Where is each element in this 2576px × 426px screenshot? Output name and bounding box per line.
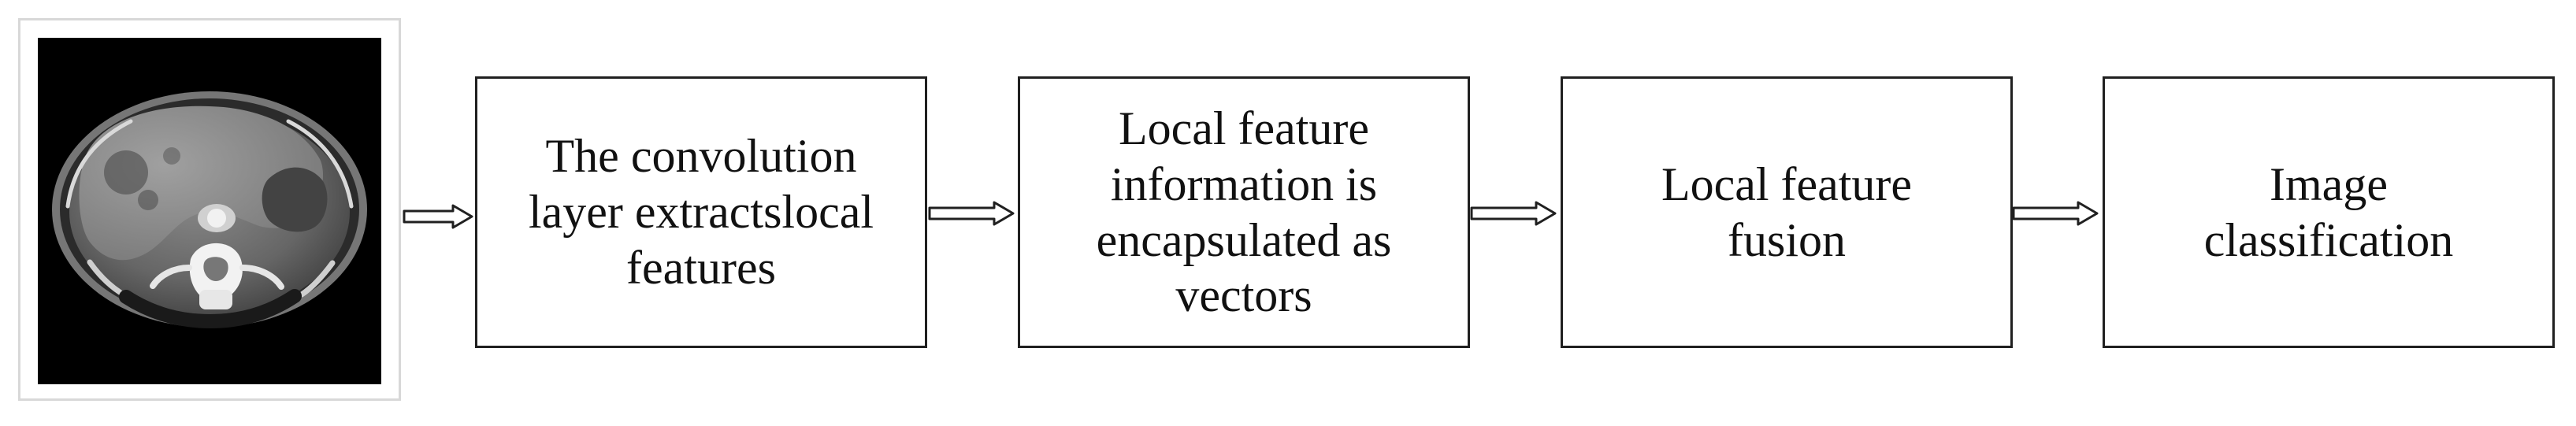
step-label-4: Image classification bbox=[2203, 157, 2454, 266]
connector-arrow-4 bbox=[2012, 201, 2099, 226]
step-label-3: Local feature fusion bbox=[1661, 157, 1913, 266]
step-label-2: Local feature information is encapsulate… bbox=[1096, 102, 1392, 322]
step-box-3: Local feature fusion bbox=[1561, 76, 2013, 348]
step-label-1: The convolution layer extractslocal feat… bbox=[528, 130, 874, 294]
step-box-1: The convolution layer extractslocal feat… bbox=[475, 76, 927, 348]
connector-arrow-3 bbox=[1470, 201, 1557, 226]
connector-arrow-2 bbox=[928, 201, 1015, 226]
ct-scan-image bbox=[38, 38, 381, 384]
step-box-4: Image classification bbox=[2103, 76, 2555, 348]
step-box-2: Local feature information is encapsulate… bbox=[1018, 76, 1470, 348]
connector-arrow-1 bbox=[403, 204, 473, 229]
